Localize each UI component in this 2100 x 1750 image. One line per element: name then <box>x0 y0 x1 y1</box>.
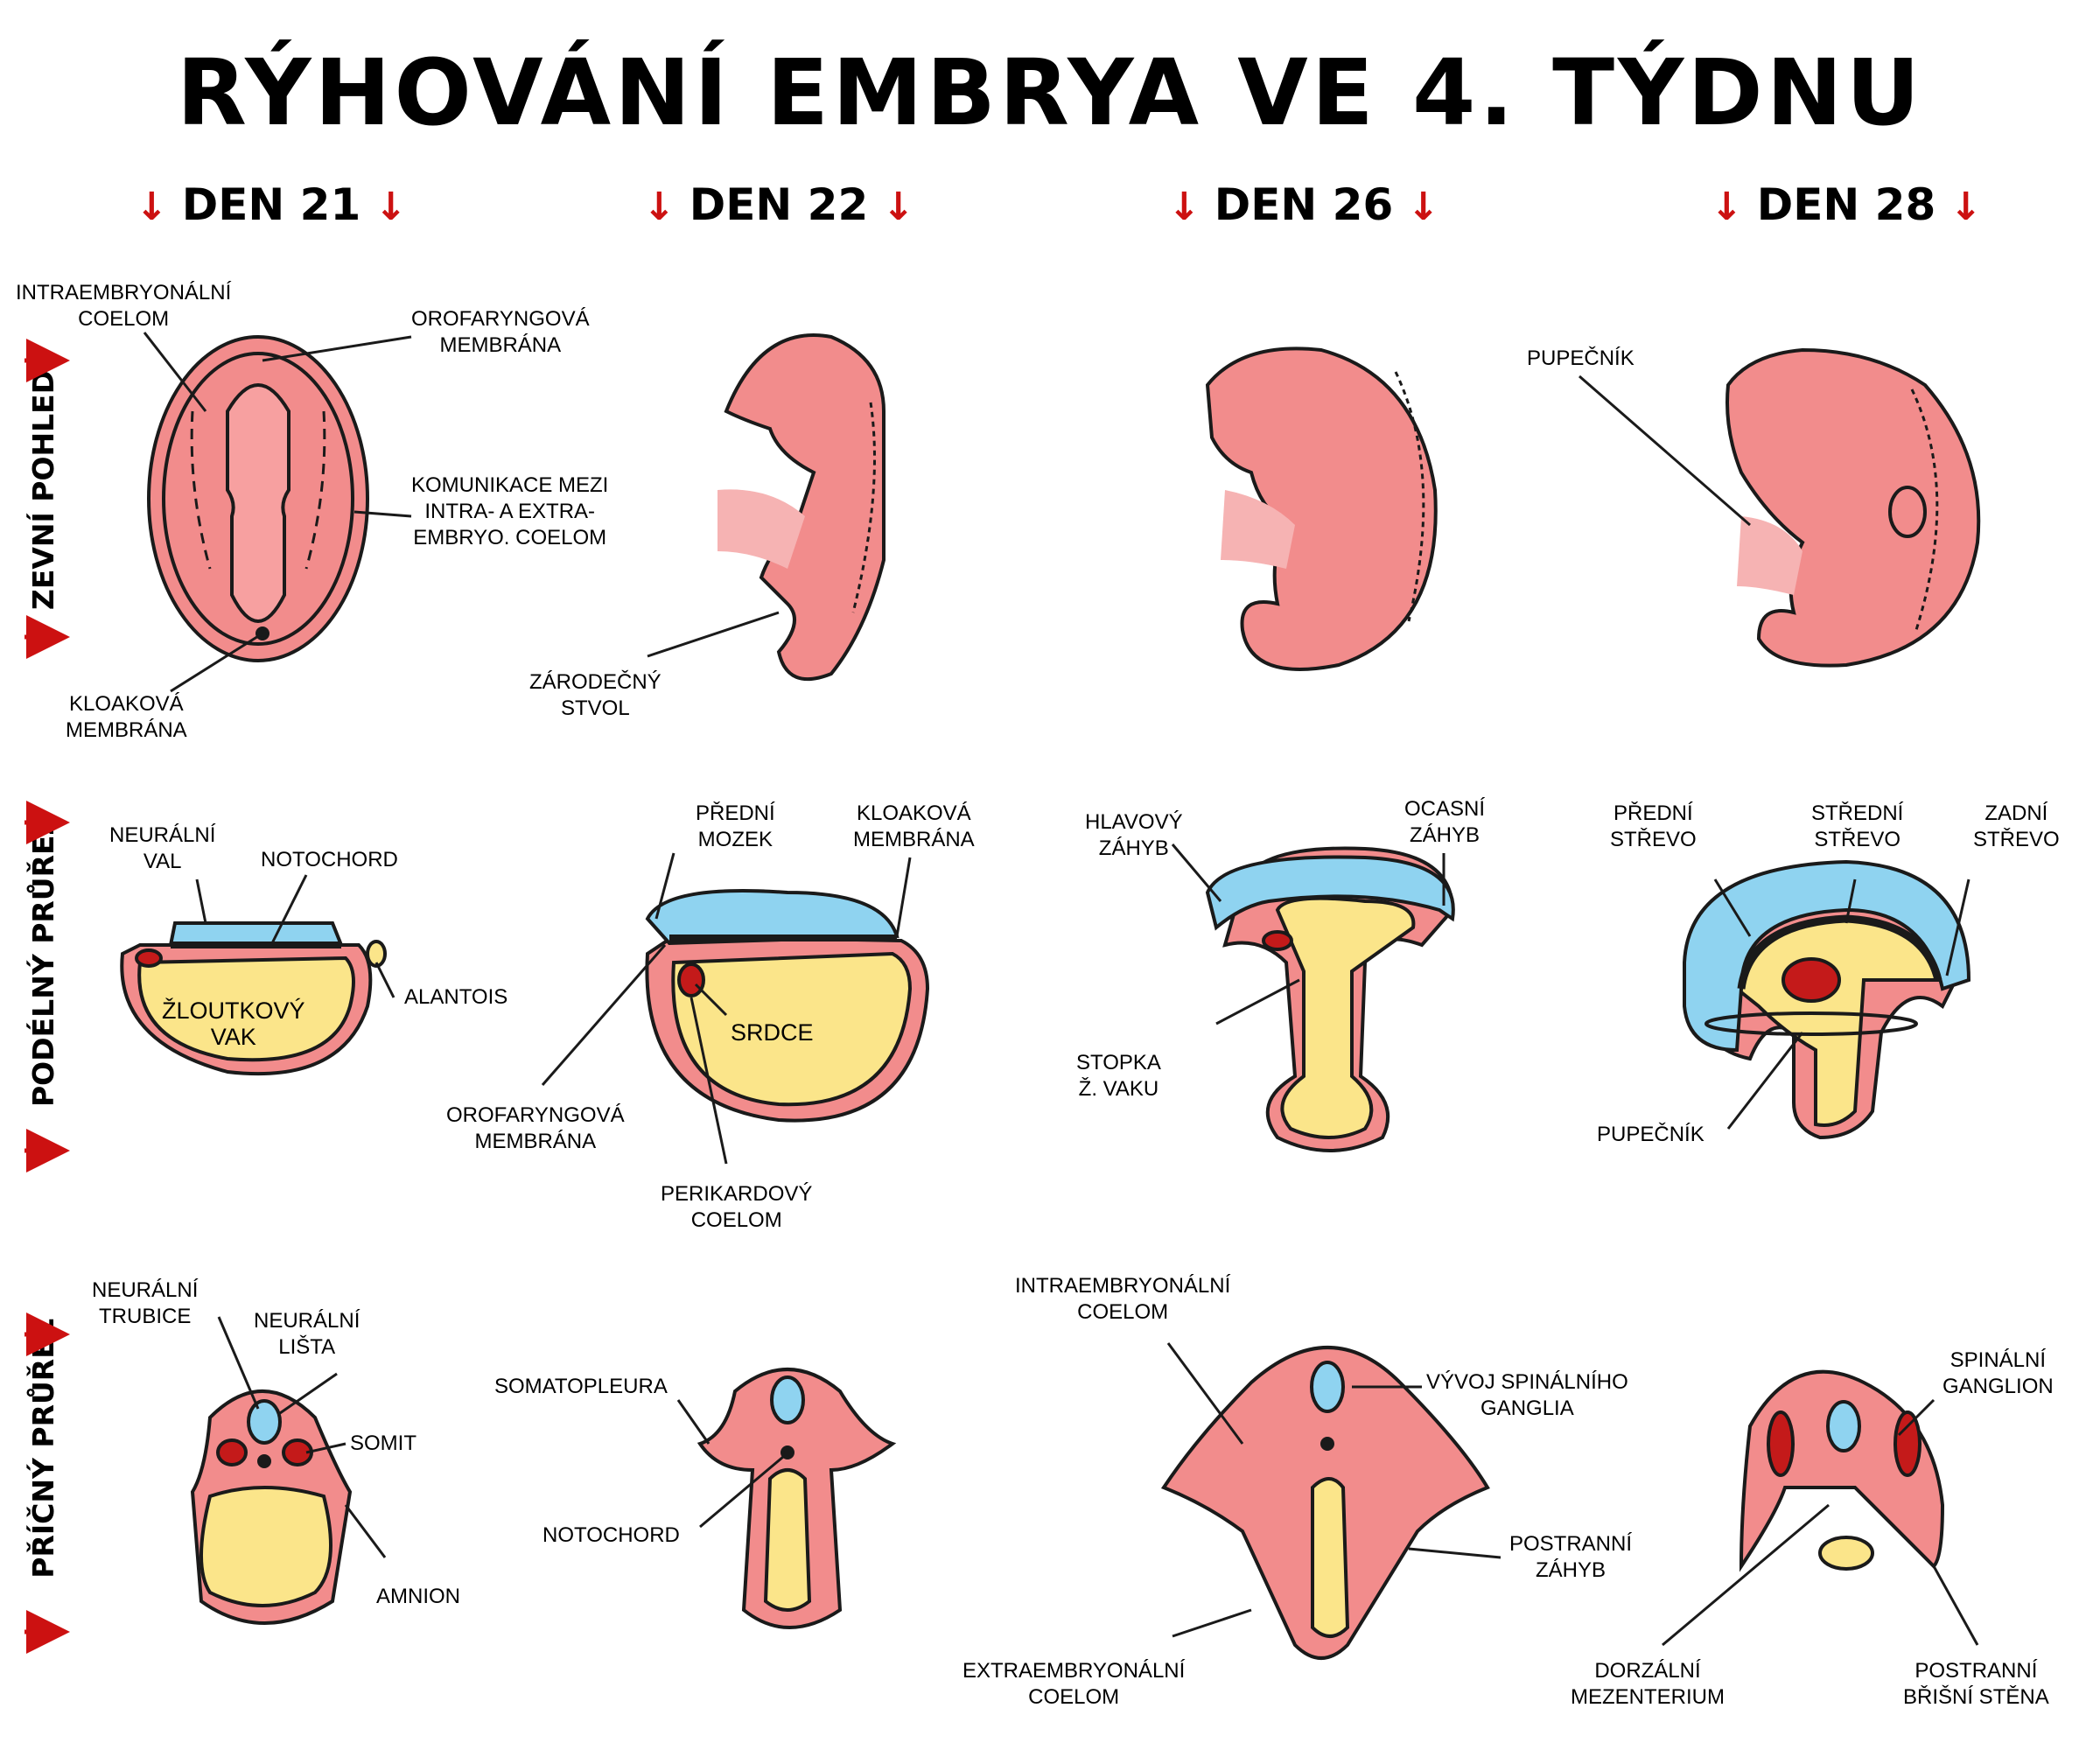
label-alantois: ALANTOIS <box>404 985 508 1009</box>
section-day26-transverse <box>1160 1346 1490 1660</box>
red-arrow-icon: ↓ <box>642 185 676 229</box>
section-day21-longitudinal <box>120 921 387 1076</box>
red-arrow-icon: ↓ <box>1407 185 1440 229</box>
section-day21-transverse <box>190 1390 353 1625</box>
label-notochord: NOTOCHORD <box>261 848 398 872</box>
red-arrow-icon: ↓ <box>1710 185 1743 229</box>
section-day28-longitudinal <box>1683 859 1971 1140</box>
red-arrow-icon: ↓ <box>1167 185 1200 229</box>
label-pupecnik-2: PUPEČNÍK <box>1597 1123 1704 1146</box>
page-title: RÝHOVÁNÍ EMBRYA VE 4. TÝDNU <box>176 39 1924 146</box>
section-day22-transverse <box>696 1368 897 1629</box>
label-somit: SOMIT <box>350 1432 416 1455</box>
label-amnion: AMNION <box>376 1585 460 1608</box>
section-day26-longitudinal <box>1205 846 1455 1152</box>
section-day28-transverse <box>1739 1369 1945 1572</box>
label-pupecnik: PUPEČNÍK <box>1527 346 1634 370</box>
red-arrow-icon: ↓ <box>1950 185 1983 229</box>
red-arrow-icon: ↓ <box>882 185 915 229</box>
label-notochord-2: NOTOCHORD <box>542 1523 680 1547</box>
column-header-den-26: ↓DEN 26↓ <box>1167 179 1440 230</box>
embryo-day26-lateral-view <box>1205 346 1438 671</box>
section-day22-longitudinal <box>645 889 930 1123</box>
label-somatopleura: SOMATOPLEURA <box>494 1375 668 1398</box>
embryo-day21-dorsal-view <box>147 335 369 662</box>
label-srdce: SRDCE <box>731 1019 814 1046</box>
row-arrows <box>24 339 70 1654</box>
red-arrow-icon: ↓ <box>135 185 168 229</box>
red-arrow-icon: ↓ <box>374 185 408 229</box>
embryo-day22-lateral-view <box>718 333 886 682</box>
leader-lines <box>143 332 1979 1647</box>
embryo-day28-lateral-view <box>1726 347 1981 668</box>
column-header-den-21: ↓DEN 21↓ <box>135 179 408 230</box>
column-header-den-22: ↓DEN 22↓ <box>642 179 915 230</box>
column-header-den-28: ↓DEN 28↓ <box>1710 179 1983 230</box>
